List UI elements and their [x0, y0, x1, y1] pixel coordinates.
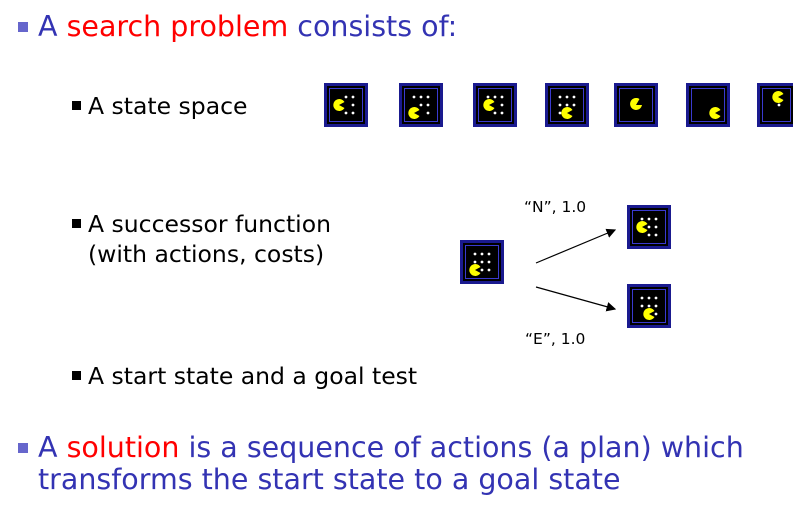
sub-bullet-icon [72, 219, 81, 228]
search-problem-suffix: consists of: [288, 10, 458, 43]
pacman-icon [408, 107, 420, 119]
item-successor-function: A successor function (with actions, cost… [72, 209, 331, 269]
state-tile [399, 83, 443, 127]
pacman-icon [709, 107, 721, 119]
action-north-label: “N”, 1.0 [524, 198, 587, 216]
sub-bullet-icon [72, 371, 81, 380]
state-tile [757, 83, 793, 127]
sub-bullet-icon [72, 101, 81, 110]
current-state-tile [460, 240, 504, 284]
item-state-space: A state space [72, 91, 248, 121]
state-tile [545, 83, 589, 127]
solution-suffix: is a sequence of actions (a plan) which [179, 431, 744, 464]
pacman-icon [469, 264, 481, 276]
state-tile [614, 83, 658, 127]
state-tile [686, 83, 730, 127]
bullet-square-icon [18, 22, 28, 32]
north-arrow [535, 228, 617, 264]
start-goal-label: A start state and a goal test [88, 362, 418, 390]
item-start-goal: A start state and a goal test [72, 361, 418, 391]
pacman-icon [333, 99, 345, 111]
pacman-icon [636, 221, 648, 233]
bullet-search-problem: A search problem consists of: [18, 10, 458, 43]
bullet-solution: A solution is a sequence of actions (a p… [18, 431, 744, 496]
solution-term: solution [66, 431, 180, 464]
search-problem-prefix: A [38, 10, 67, 43]
pacman-icon [643, 308, 655, 320]
successor-line1: A successor function [88, 210, 331, 238]
solution-prefix: A [38, 431, 67, 464]
state-tile [473, 83, 517, 127]
successor-line2: (with actions, costs) [88, 240, 325, 268]
east-successor-tile [627, 284, 671, 328]
north-successor-tile [627, 205, 671, 249]
pacman-icon [630, 97, 642, 110]
pacman-icon [561, 107, 573, 119]
solution-line2: transforms the start state to a goal sta… [38, 463, 621, 496]
pacman-icon [483, 99, 495, 111]
transition-arrows [535, 228, 617, 312]
food-dot-icon [777, 103, 781, 107]
search-problem-term: search problem [66, 10, 289, 43]
east-arrow [535, 286, 617, 312]
pacman-icon [772, 91, 784, 103]
state-tile [324, 83, 368, 127]
bullet-square-icon [18, 443, 28, 453]
action-east-label: “E”, 1.0 [525, 330, 586, 348]
state-space-label: A state space [88, 92, 248, 120]
